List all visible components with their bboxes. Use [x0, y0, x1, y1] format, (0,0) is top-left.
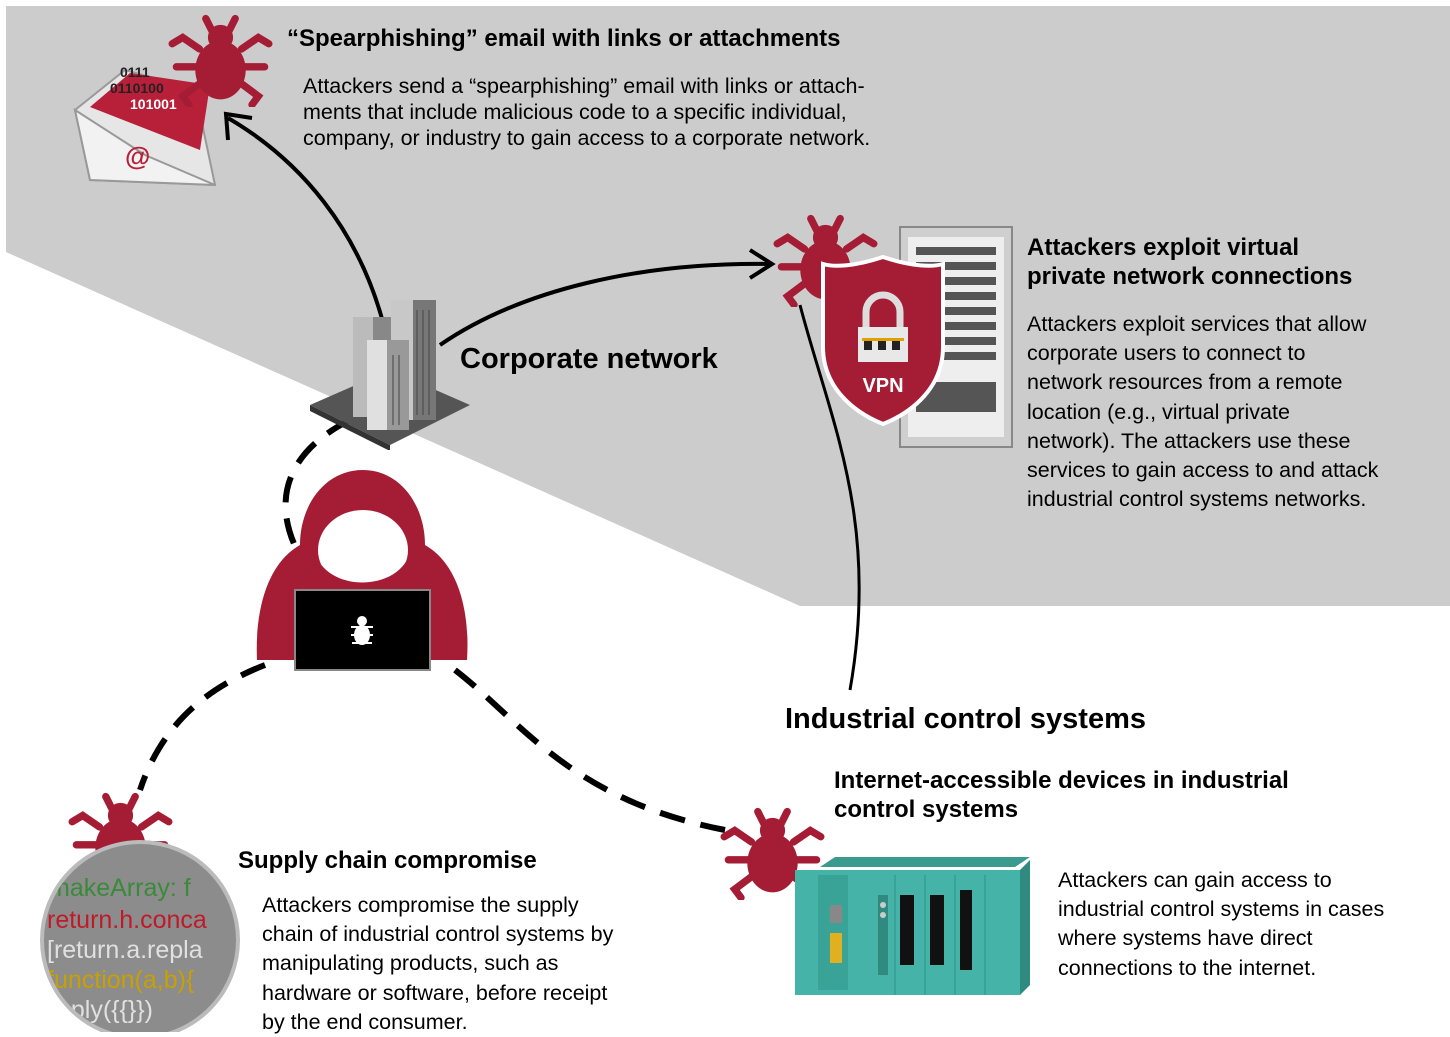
vpn-title: Attackers exploit virtual private networ…	[1027, 233, 1352, 292]
bug-icon	[168, 12, 273, 107]
hacker-icon	[256, 470, 468, 671]
spearphishing-line: Attackers send a “spearphishing” email w…	[303, 74, 865, 98]
corporate-region	[6, 6, 1450, 606]
supply-line: chain of industrial control systems by	[262, 922, 614, 947]
internet-line: where systems have direct	[1058, 926, 1313, 951]
dash-hacker-to-ics	[453, 667, 726, 833]
vpn-badge: VPN	[862, 375, 903, 397]
industrial-control-systems-label: Industrial control systems	[785, 703, 1146, 735]
internet-title-line: control systems	[834, 796, 1019, 824]
plc-device-icon	[795, 857, 1030, 995]
supply-chain-title: Supply chain compromise	[238, 847, 537, 874]
arrowhead-vpn	[748, 248, 776, 280]
spearphishing-title: “Spearphishing” email with links or atta…	[287, 25, 841, 52]
internet-devices-description: Attackers can gain access to industrial …	[1058, 866, 1448, 983]
vpn-line: location (e.g., virtual private	[1027, 399, 1290, 424]
vpn-line: Attackers exploit services that allow	[1027, 312, 1367, 336]
spearphishing-description: Attackers send a “spearphishing” email w…	[303, 73, 963, 152]
arrow-to-vpn	[438, 261, 771, 347]
vpn-description: Attackers exploit services that allow co…	[1027, 310, 1447, 515]
binary-line-1: 0111	[120, 64, 150, 80]
vpn-line: network). The attackers use these	[1027, 428, 1351, 453]
supply-line: Attackers compromise the supply	[262, 893, 579, 917]
binary-line-2: 0110100	[110, 80, 164, 96]
binary-line-3: 101001	[130, 96, 177, 112]
supply-line: manipulating products, such as	[262, 951, 559, 976]
spearphishing-line: company, or industry to gain access to a…	[303, 126, 871, 151]
office-building-icon	[310, 300, 470, 450]
code-line-4: function(a,b){	[47, 966, 194, 994]
spearphishing-line: ments that include malicious code to a s…	[303, 100, 847, 125]
arrowhead-email	[223, 111, 253, 141]
dash-corporate-to-hacker	[282, 417, 352, 567]
arrow-to-email	[226, 116, 387, 331]
supply-line: hardware or software, before receipt	[262, 980, 608, 1005]
vpn-title-line: private network connections	[1027, 263, 1353, 291]
laptop-icon	[294, 589, 431, 671]
corporate-network-label: Corporate network	[460, 343, 718, 375]
at-symbol: @	[125, 141, 150, 171]
vpn-line: network resources from a remote	[1027, 370, 1343, 395]
internet-devices-title: Internet-accessible devices in industria…	[834, 766, 1289, 825]
code-line-2: return.h.conca	[47, 906, 207, 934]
vpn-title-line: Attackers exploit virtual	[1027, 234, 1300, 261]
vpn-line: industrial control systems networks.	[1027, 487, 1367, 512]
source-code-icon: makeArray: f return.h.conca [return.a.re…	[40, 840, 240, 1032]
vpn-line: services to gain access to and attack	[1027, 458, 1379, 483]
vpn-shield-icon: VPN	[821, 254, 945, 427]
internet-line: industrial control systems in cases	[1058, 897, 1385, 922]
supply-chain-description: Attackers compromise the supply chain of…	[262, 891, 682, 1037]
internet-title-line: Internet-accessible devices in industria…	[834, 767, 1289, 794]
supply-line: by the end consumer.	[262, 1009, 468, 1034]
internet-line: connections to the internet.	[1058, 955, 1317, 980]
line-vpn-to-ics	[798, 304, 861, 691]
internet-line: Attackers can gain access to	[1058, 868, 1332, 892]
vpn-line: corporate users to connect to	[1027, 341, 1306, 366]
code-line-1: makeArray: f	[49, 874, 191, 902]
code-line-3: [return.a.repla	[47, 936, 203, 964]
dash-hacker-to-supply	[137, 662, 267, 791]
email-icon: 0111 0110100 101001 @	[73, 64, 217, 187]
padlock-icon	[858, 291, 908, 362]
